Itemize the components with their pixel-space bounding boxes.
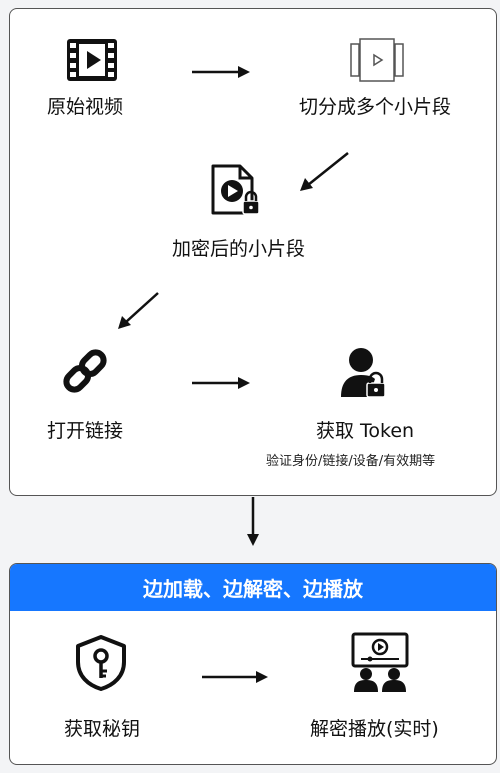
arrow-down-left <box>118 292 159 329</box>
decrypt-play-label: 解密播放(实时) <box>310 718 439 740</box>
original-video-label: 原始视频 <box>47 96 124 118</box>
open-link-label: 打开链接 <box>47 420 124 442</box>
player-screen-icon <box>351 632 409 692</box>
encrypted-file-icon <box>211 164 260 215</box>
get-token-label: 获取 Token <box>316 420 415 442</box>
get-key-label: 获取秘钥 <box>64 718 141 740</box>
split-segments-label: 切分成多个小片段 <box>299 96 452 118</box>
token-basis-note: 验证身份/链接/设备/有效期等 <box>266 454 436 469</box>
encrypted-segments-label: 加密后的小片段 <box>172 238 306 260</box>
arrow-right <box>202 671 268 683</box>
chain-link-icon <box>63 349 107 393</box>
arrow-right <box>192 66 250 78</box>
user-lock-icon <box>341 348 386 398</box>
playback-panel: 边加载、边解密、边播放 <box>9 563 497 765</box>
video-segment-icon <box>350 38 404 82</box>
playback-banner: 边加载、边解密、边播放 <box>10 564 496 611</box>
top-panel <box>9 8 497 496</box>
arrow-down-left <box>300 152 349 191</box>
arrow-right <box>192 377 250 389</box>
arrow-down <box>247 497 259 546</box>
film-icon <box>67 39 117 81</box>
shield-key-icon <box>76 635 126 691</box>
